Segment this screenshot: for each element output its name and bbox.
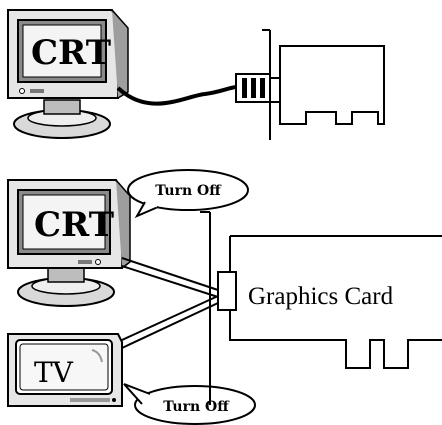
top-graphics-card [262,29,385,140]
graphics-card-label: Graphics Card [248,283,394,310]
bubble-bottom [123,383,256,425]
top-cable [116,85,237,106]
tv [7,333,123,407]
bubble-top [127,169,249,219]
top-connector [235,73,281,103]
bubble-top-text: Turn Off [155,183,222,199]
top-crt-label: CRT [31,33,111,73]
top-crt-monitor [7,9,129,139]
bottom-connector [217,271,237,311]
tv-label: TV [34,356,74,389]
bottom-cables [121,257,219,349]
bubble-bottom-text: Turn Off [163,399,230,415]
bottom-crt-label: CRT [34,205,114,245]
bottom-crt-monitor [7,179,131,307]
bottom-graphics-card [229,235,442,369]
